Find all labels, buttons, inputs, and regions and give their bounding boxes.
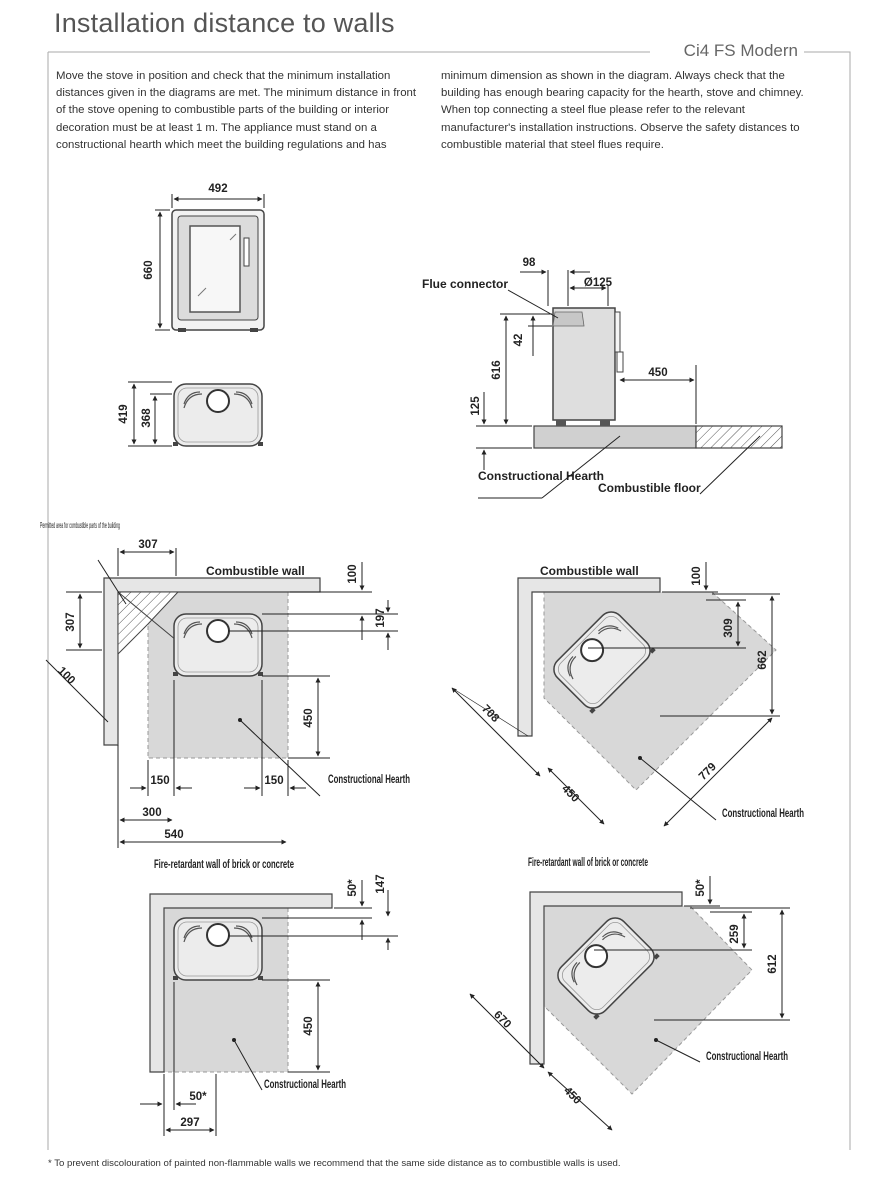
diagram-a-hearth-width: 540 bbox=[164, 829, 183, 841]
page-title: Installation distance to walls bbox=[54, 8, 395, 38]
flue-height-label: 616 bbox=[491, 360, 503, 379]
top-depth-body-label: 368 bbox=[141, 408, 153, 428]
flue-connector-label: Flue connector bbox=[422, 277, 508, 291]
intro-paragraph-right: minimum dimension as shown in the diagra… bbox=[441, 70, 804, 151]
diagram-c-front: 450 bbox=[303, 1016, 315, 1035]
front-width-label: 492 bbox=[208, 183, 227, 195]
diagram-a-side-to-wall: 300 bbox=[142, 807, 161, 819]
side-hearth-label: Constructional Hearth bbox=[478, 469, 604, 483]
footnote: * To prevent discolouration of painted n… bbox=[48, 1158, 621, 1169]
diagram-d-to-flue: 259 bbox=[729, 924, 741, 943]
top-view: 419 368 bbox=[118, 381, 264, 447]
front-distance-label: 450 bbox=[648, 367, 667, 379]
diagram-b-hearth-label: Constructional Hearth bbox=[722, 806, 804, 820]
diagram-b-diagonal-right: 779 bbox=[697, 761, 719, 783]
diagram-c-fire-retardant-corner: Fire-retardant wall of brick or concrete… bbox=[140, 857, 398, 1136]
diagram-a-side-corner-height: 307 bbox=[65, 612, 77, 631]
permitted-area-label: Permitted area for combustible parts of … bbox=[40, 521, 120, 530]
diagram-b-front: 450 bbox=[559, 783, 581, 805]
diagram-b-to-flue: 309 bbox=[723, 618, 735, 637]
diagram-a-back-gap: 100 bbox=[347, 564, 359, 583]
diagram-d-depth-total: 612 bbox=[767, 954, 779, 973]
diagram-b-wall-label: Combustible wall bbox=[540, 564, 639, 578]
combustible-floor-label: Combustible floor bbox=[598, 481, 701, 495]
diagram-b-back-gap: 100 bbox=[691, 566, 703, 585]
diagram-b-diagonal-left: 708 bbox=[479, 703, 501, 725]
side-view: 98 Ø125 Flue connector 42 616 125 450 Co… bbox=[422, 257, 783, 499]
diagram-c-hearth-label: Constructional Hearth bbox=[264, 1077, 346, 1091]
diagram-d-diagonal-left: 670 bbox=[491, 1009, 513, 1031]
diagram-a-side-left: 150 bbox=[150, 775, 169, 787]
diagram-c-side-to-wall: 297 bbox=[180, 1117, 199, 1129]
diagram-a-back-to-flue: 197 bbox=[375, 608, 387, 627]
diagram-c-back-gap: 50* bbox=[347, 879, 359, 897]
flue-drop-label: 42 bbox=[513, 334, 525, 347]
hearth-height-label: 125 bbox=[470, 396, 482, 416]
front-view: 492 660 bbox=[143, 183, 265, 332]
diagram-d-fire-retardant-diagonal: Fire-retardant wall of brick or concrete… bbox=[469, 855, 790, 1131]
diagram-d-front: 450 bbox=[561, 1085, 583, 1107]
diagram-a-side-right: 150 bbox=[264, 775, 283, 787]
top-depth-label: 419 bbox=[118, 404, 130, 423]
diagram-d-back-gap: 50* bbox=[695, 879, 707, 897]
diagram-a-top-corner-width: 307 bbox=[138, 539, 157, 551]
front-height-label: 660 bbox=[143, 260, 155, 279]
model-name: Ci4 FS Modern bbox=[683, 41, 798, 60]
intro-paragraph-left: Move the stove in position and check tha… bbox=[56, 70, 417, 151]
diagram-b-combustible-diagonal: Combustible wall 100 309 662 708 450 779… bbox=[451, 562, 804, 827]
diagram-a-front: 450 bbox=[303, 708, 315, 727]
flue-diameter-label: Ø125 bbox=[584, 277, 613, 289]
diagram-c-side-gap: 50* bbox=[189, 1091, 207, 1103]
diagram-d-wall-label: Fire-retardant wall of brick or concrete bbox=[528, 855, 648, 869]
diagram-c-wall-label: Fire-retardant wall of brick or concrete bbox=[154, 857, 294, 871]
diagram-c-back-to-flue: 147 bbox=[375, 874, 387, 893]
diagram-a-hearth-label: Constructional Hearth bbox=[328, 772, 410, 786]
diagram-a-diagonal: 100 bbox=[55, 665, 77, 687]
diagram-b-depth-total: 662 bbox=[757, 650, 769, 669]
flue-offset-label: 98 bbox=[523, 257, 536, 269]
diagram-a-wall-label: Combustible wall bbox=[206, 564, 305, 578]
diagram-d-hearth-label: Constructional Hearth bbox=[706, 1049, 788, 1063]
diagram-a-combustible-corner: Permitted area for combustible parts of … bbox=[40, 521, 410, 848]
